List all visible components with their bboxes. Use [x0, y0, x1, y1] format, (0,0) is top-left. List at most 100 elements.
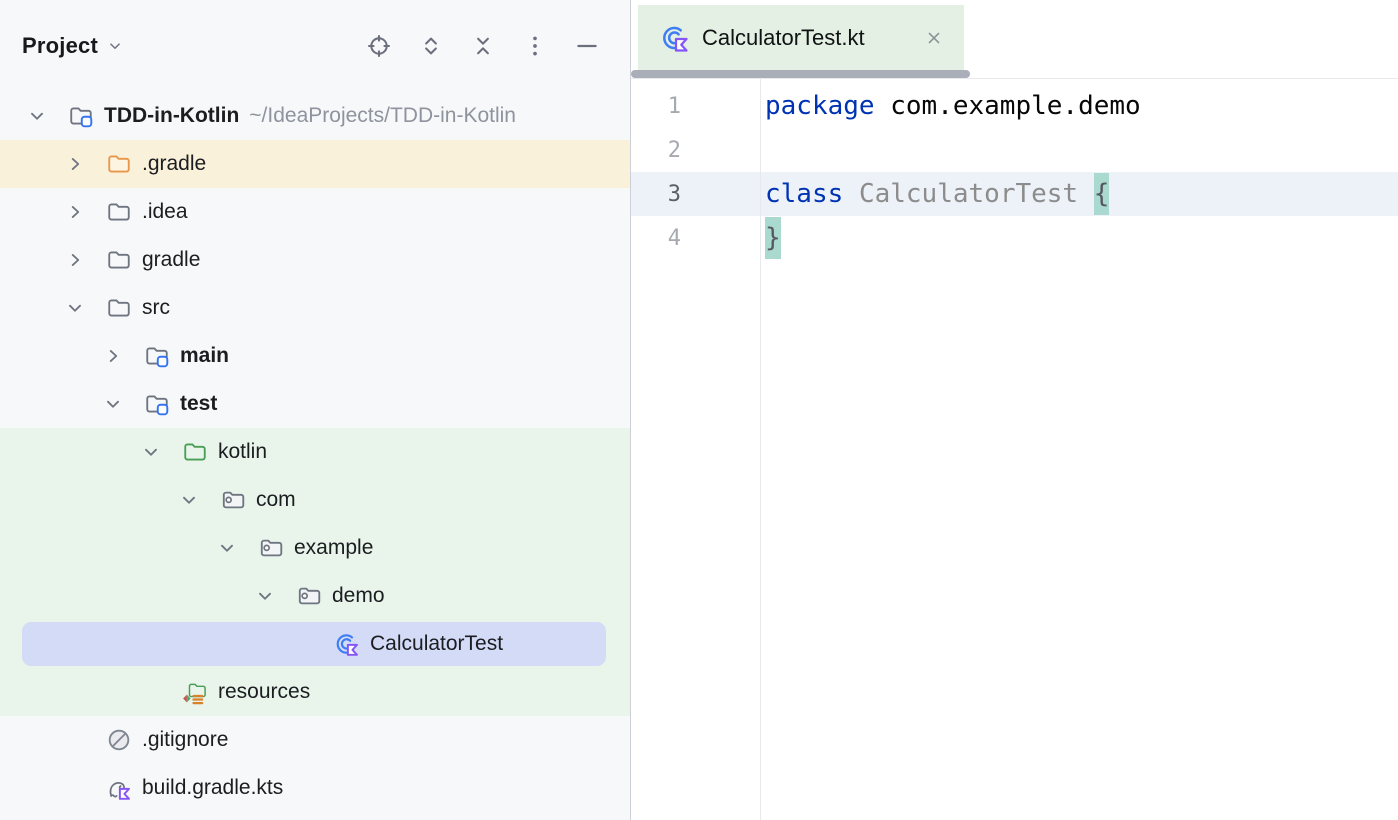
chevron-down-icon[interactable]: [26, 105, 48, 127]
tree-item-label: gradle: [142, 248, 201, 271]
chevron-down-icon[interactable]: [178, 489, 200, 511]
tree-item-label: com: [256, 488, 296, 511]
tree-item-label: kotlin: [218, 440, 268, 463]
code-line-4[interactable]: 4}: [631, 216, 1398, 260]
code-text: }: [681, 217, 781, 259]
tree-toggle-slot: [140, 441, 182, 463]
chevron-down-icon[interactable]: [140, 441, 162, 463]
tree-item-label: CalculatorTest: [370, 632, 504, 655]
token-keyword: class: [765, 179, 844, 209]
chevron-down-icon[interactable]: [106, 37, 124, 55]
code-text: package com.example.demo: [681, 91, 1141, 121]
chevron-down-icon[interactable]: [254, 585, 276, 607]
module-folder-icon: [144, 391, 170, 417]
project-panel-toolbar: [366, 33, 600, 59]
tree-item-gradle[interactable]: gradle: [0, 236, 630, 284]
folder-icon: [106, 247, 132, 273]
expand-all-icon[interactable]: [418, 33, 444, 59]
tree-item-resources[interactable]: resources: [0, 668, 630, 716]
token-plain: [843, 179, 859, 209]
chevron-right-icon[interactable]: [64, 153, 86, 175]
tree-toggle-slot: [64, 249, 106, 271]
project-path: ~/IdeaProjects/TDD-in-Kotlin: [249, 104, 516, 127]
tree-item-label: TDD-in-Kotlin: [104, 104, 240, 127]
tree-item-label: src: [142, 296, 170, 319]
test-sources-folder-icon: [182, 439, 208, 465]
tree-item-build-gradle-kts[interactable]: build.gradle.kts: [0, 764, 630, 812]
tab-label: CalculatorTest.kt: [702, 25, 865, 50]
line-number: 1: [667, 93, 681, 119]
project-tree: TDD-in-Kotlin ~/IdeaProjects/TDD-in-Kotli…: [0, 92, 630, 820]
tree-item-com[interactable]: com: [0, 476, 630, 524]
project-panel-header: Project: [0, 0, 630, 92]
code-text: class CalculatorTest {: [681, 173, 1110, 215]
tree-toggle-slot: [64, 153, 106, 175]
package-icon: [220, 487, 246, 513]
tree-item-label: .gitignore: [142, 728, 229, 751]
tree-item-example[interactable]: example: [0, 524, 630, 572]
chevron-right-icon[interactable]: [64, 201, 86, 223]
token-keyword: package: [765, 91, 875, 121]
tree-item-tdd-in-kotlin[interactable]: TDD-in-Kotlin ~/IdeaProjects/TDD-in-Kotli…: [0, 92, 630, 140]
tree-item-label: example: [294, 536, 374, 559]
hide-panel-icon[interactable]: [574, 33, 600, 59]
gradle-kts-file-icon: [106, 775, 132, 801]
collapse-all-icon[interactable]: [470, 33, 496, 59]
tree-toggle-slot: [216, 537, 258, 559]
kotlin-test-class-icon: [334, 631, 360, 657]
project-folder-icon: [68, 103, 94, 129]
token-brace-highlight: }: [765, 217, 781, 259]
token-plain: com.example.demo: [874, 91, 1141, 121]
tree-item-label: build.gradle.kts: [142, 776, 284, 799]
kotlin-test-class-icon: [660, 23, 690, 53]
tree-item-label: test: [180, 392, 218, 415]
tree-item-label: resources: [218, 680, 311, 703]
chevron-down-icon[interactable]: [216, 537, 238, 559]
chevron-right-icon[interactable]: [102, 345, 124, 367]
chevron-down-icon[interactable]: [102, 393, 124, 415]
tree-item-calculatortest[interactable]: CalculatorTest: [0, 620, 630, 668]
close-icon[interactable]: [924, 28, 944, 48]
tree-item-label: .gradle: [142, 152, 207, 175]
project-panel-title: Project: [22, 33, 98, 58]
gutter-separator: [760, 79, 761, 820]
line-number: 4: [667, 225, 681, 251]
tree-item-main[interactable]: main: [0, 332, 630, 380]
locate-file-icon[interactable]: [366, 33, 392, 59]
tree-toggle-slot: [64, 297, 106, 319]
tree-item-label: demo: [332, 584, 385, 607]
tree-item-label: .idea: [142, 200, 188, 223]
more-vertical-icon[interactable]: [522, 33, 548, 59]
tree-item-src[interactable]: src: [0, 284, 630, 332]
excluded-folder-icon: [106, 151, 132, 177]
tree-item-kotlin[interactable]: kotlin: [0, 428, 630, 476]
module-folder-icon: [144, 343, 170, 369]
editor-tab-bar: CalculatorTest.kt: [631, 0, 1398, 79]
package-icon: [258, 535, 284, 561]
tree-item-idea[interactable]: .idea: [0, 188, 630, 236]
line-number: 2: [667, 137, 681, 163]
tree-item-label: main: [180, 344, 230, 367]
tree-item-test[interactable]: test: [0, 380, 630, 428]
tree-item-demo[interactable]: demo: [0, 572, 630, 620]
folder-icon: [106, 295, 132, 321]
test-resources-folder-icon: [182, 679, 208, 705]
token-brace-highlight: {: [1093, 173, 1110, 215]
chevron-down-icon[interactable]: [64, 297, 86, 319]
project-tool-window: Project TDD-in-Kotlin ~/IdeaProjects/TDD-…: [0, 0, 631, 820]
code-line-2[interactable]: 2: [631, 128, 1398, 172]
tree-item-gitignore[interactable]: .gitignore: [0, 716, 630, 764]
tree-toggle-slot: [254, 585, 296, 607]
tree-toggle-slot: [102, 393, 144, 415]
folder-icon: [106, 199, 132, 225]
chevron-right-icon[interactable]: [64, 249, 86, 271]
tree-item-gradle[interactable]: .gradle: [0, 140, 630, 188]
tree-toggle-slot: [178, 489, 220, 511]
tab-calculatortest-kt[interactable]: CalculatorTest.kt: [638, 5, 964, 71]
